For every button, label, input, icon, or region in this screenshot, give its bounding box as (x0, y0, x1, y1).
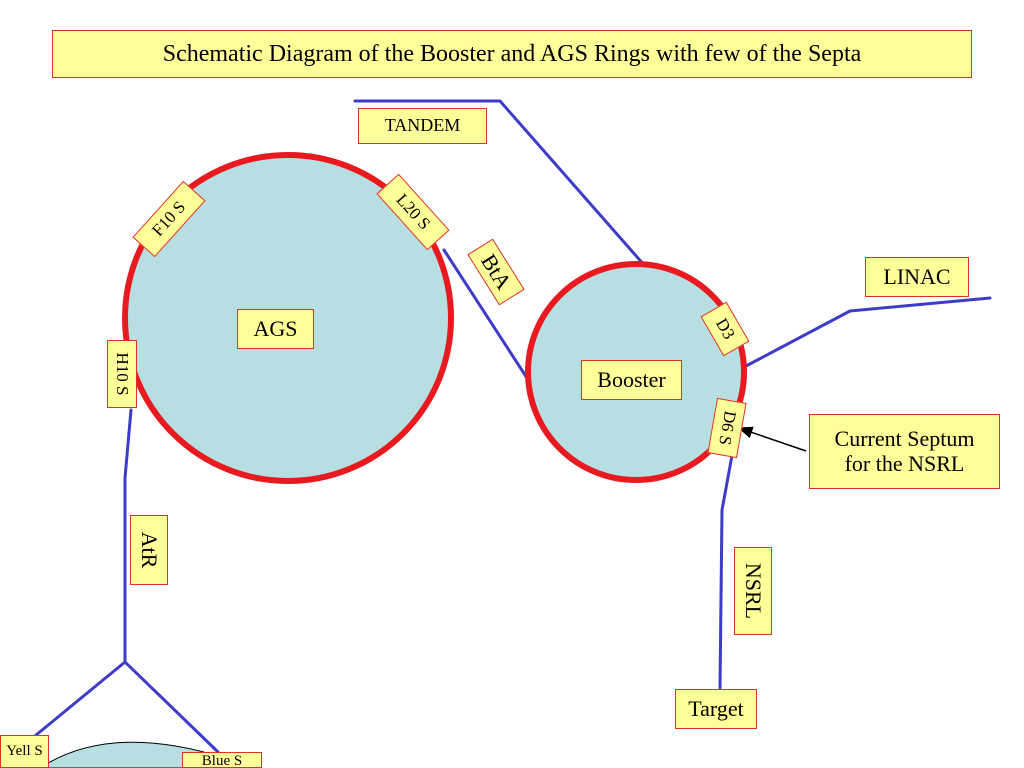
nsrl-beamline (718, 448, 735, 690)
annotation-line-1: Current Septum (834, 426, 975, 452)
tandem-label: TANDEM (358, 108, 487, 144)
bta-beamline (442, 248, 529, 380)
annotation-arrow (737, 426, 807, 452)
booster-label: Booster (581, 360, 682, 400)
blue-branch-line (123, 660, 220, 754)
h10-septum-label: H10 S (107, 340, 137, 408)
atr-beamline (123, 408, 133, 664)
annotation-line-2: for the NSRL (844, 450, 965, 476)
page-title: Schematic Diagram of the Booster and AGS… (52, 30, 972, 78)
nsrl-label: NSRL (734, 547, 772, 635)
current-septum-annotation: Current Septum for the NSRL (809, 414, 1000, 489)
linac-label: LINAC (865, 257, 969, 297)
atr-label: AtR (130, 515, 168, 585)
target-label: Target (675, 689, 757, 729)
yell-branch-line (28, 660, 127, 742)
linac-beamline (744, 296, 992, 368)
ags-label: AGS (237, 309, 314, 349)
yell-septum-label: Yell S (0, 735, 49, 768)
tandem-beamline (353, 99, 654, 276)
blue-septum-label: Blue S (182, 752, 262, 768)
